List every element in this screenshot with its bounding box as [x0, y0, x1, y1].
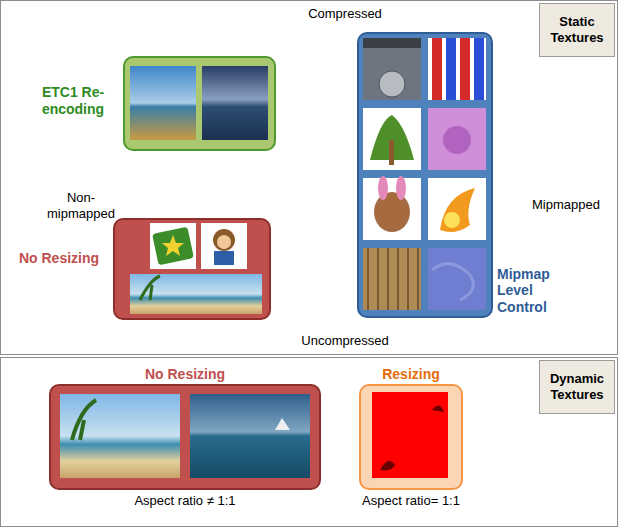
- axis-label: Uncompressed: [290, 333, 400, 349]
- dynamic-thumbnails: [60, 392, 448, 478]
- mipmap-group: Mipmap Level Control: [357, 32, 493, 318]
- no-resizing-group: No ResizingAspect ratio ≠ 1:1: [49, 384, 321, 490]
- no-resizing-group: No Resizing: [113, 218, 271, 320]
- resizing-group: ResizingAspect ratio= 1:1: [359, 384, 463, 490]
- group-heading: No Resizing: [13, 250, 105, 267]
- axis-label: Compressed: [290, 6, 400, 22]
- group-heading: Mipmap Level Control: [497, 266, 561, 316]
- caption-text: Aspect ratio= 1:1: [321, 493, 501, 509]
- panel-tag: Static Textures: [539, 3, 615, 57]
- axis-label: Mipmapped: [532, 197, 612, 213]
- dynamic-panel: Dynamic TexturesNo ResizingAspect ratio …: [0, 357, 618, 527]
- etc1-thumbnails: [130, 66, 268, 140]
- etc1-group: ETC1 Re-encoding: [123, 56, 276, 151]
- uncompressed-thumbnails: [130, 223, 262, 314]
- static-panel: Static TexturesETC1 Re-encoding No Resizi…: [0, 0, 618, 355]
- group-heading: Resizing: [321, 366, 501, 383]
- caption-text: Aspect ratio ≠ 1:1: [11, 493, 359, 509]
- mipmapped-thumbnails: [363, 38, 486, 310]
- axis-label: Non- mipmapped: [44, 190, 118, 221]
- panel-tag: Dynamic Textures: [539, 360, 615, 414]
- group-heading: No Resizing: [11, 366, 359, 383]
- group-heading: ETC1 Re-encoding: [31, 84, 115, 118]
